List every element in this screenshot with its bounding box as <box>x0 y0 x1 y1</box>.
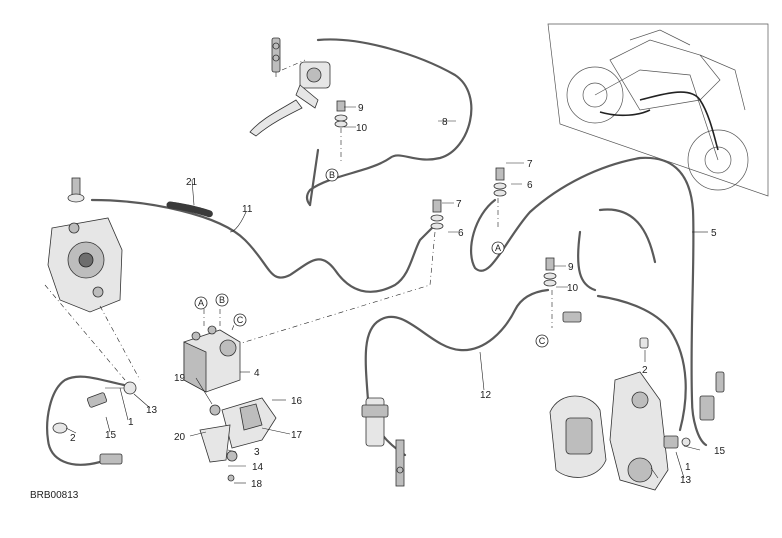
marker-label: A <box>495 243 501 253</box>
callout-9-right: 9 <box>568 262 574 273</box>
abs-bracket-17 <box>199 397 277 482</box>
marker-label: C <box>237 315 244 325</box>
callout-15-right: 15 <box>714 446 726 457</box>
callout-21: 21 <box>186 177 198 188</box>
callout-3: 3 <box>254 447 260 458</box>
callout-13-right: 13 <box>680 475 692 486</box>
marker-label: C <box>539 336 546 346</box>
callout-1-right: 1 <box>685 462 691 473</box>
callout-leaders <box>65 106 708 484</box>
callout-16: 16 <box>291 396 303 407</box>
marker-label: B <box>219 295 225 305</box>
callout-5: 5 <box>711 228 717 239</box>
rear-wheel-speed-sensor <box>44 284 141 466</box>
brake-pipe-8 <box>305 38 473 207</box>
motorcycle-inset-illustration <box>547 23 769 197</box>
marker-label: B <box>329 170 335 180</box>
callout-4: 4 <box>254 368 260 379</box>
front-caliper-hose <box>577 208 687 432</box>
drawing-code: BRB00813 <box>30 490 79 501</box>
callout-2-right: 2 <box>642 365 648 376</box>
callout-9-top: 9 <box>358 103 364 114</box>
callout-10-right: 10 <box>567 283 579 294</box>
marker-label: A <box>198 298 204 308</box>
marker-c-abs: C <box>233 313 247 327</box>
rear-master-cylinder <box>361 397 405 487</box>
callout-14: 14 <box>252 462 264 473</box>
front-caliper-assembly <box>549 311 725 491</box>
marker-b-abs: B <box>215 293 229 307</box>
callout-7-right: 7 <box>527 159 533 170</box>
protective-sleeve-21 <box>166 201 214 218</box>
banjo-fitting-6-7-right <box>493 167 507 230</box>
brake-pipe-5 <box>470 156 708 447</box>
marker-a-right: A <box>491 241 505 255</box>
callout-20: 20 <box>174 432 186 443</box>
rear-caliper-assembly <box>47 177 123 313</box>
callout-13-left: 13 <box>146 405 158 416</box>
callout-11: 11 <box>242 204 253 215</box>
banjo-fitting-9-10 <box>334 100 348 162</box>
marker-c-right: C <box>535 334 549 348</box>
marker-a-abs: A <box>194 296 208 310</box>
banjo-fitting-6-7-left <box>234 199 444 346</box>
abs-modulator-unit <box>183 304 241 393</box>
callout-17: 17 <box>291 430 303 441</box>
callout-8: 8 <box>442 117 448 128</box>
brake-pipe-11 <box>90 198 434 293</box>
callout-10-top: 10 <box>356 123 368 134</box>
callout-12: 12 <box>480 390 492 401</box>
callout-15-left: 15 <box>105 430 117 441</box>
brake-pipe-12 <box>364 288 550 457</box>
callout-19: 19 <box>174 373 186 384</box>
callout-7-left: 7 <box>456 199 462 210</box>
callout-numbers: 1 1 2 2 3 4 5 6 6 7 7 8 9 9 10 10 11 12 … <box>70 103 726 490</box>
front-master-cylinder <box>249 37 331 137</box>
callout-2-left: 2 <box>70 433 76 444</box>
marker-b-top: B <box>325 168 339 182</box>
callout-6-left: 6 <box>458 228 464 239</box>
callout-18: 18 <box>251 479 263 490</box>
callout-1-left: 1 <box>128 417 134 428</box>
callout-6-right: 6 <box>527 180 533 191</box>
banjo-fitting-9-10-right <box>543 257 557 328</box>
